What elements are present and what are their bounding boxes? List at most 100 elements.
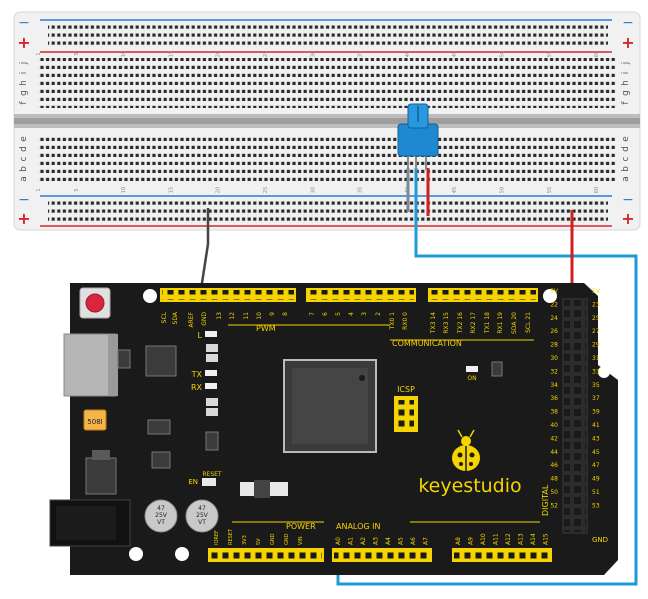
potentiometer xyxy=(397,103,439,170)
label-digital: DIGITAL xyxy=(541,484,550,516)
top-rail-plus-right: + xyxy=(621,33,634,52)
bottom-rail-plus-left: + xyxy=(17,209,30,228)
led-rx-label: RX xyxy=(191,383,203,392)
top-rail-minus-left: − xyxy=(18,15,30,31)
top-pin-label: SCL 21 xyxy=(525,312,532,333)
bottom-rail-plus-right: + xyxy=(621,209,634,228)
row-letter-g-right: g xyxy=(621,90,631,96)
potentiometer-body xyxy=(397,123,439,157)
column-number-top-25: 25 xyxy=(263,51,269,57)
top-pin-label: 13 xyxy=(216,312,223,320)
digital-pin-left-label: 46 xyxy=(550,462,558,469)
row-letter-f-right: f xyxy=(621,101,631,105)
led-rx xyxy=(205,383,217,389)
gnd-label: GND xyxy=(592,536,608,544)
analog-pin-label: A0 xyxy=(335,537,342,545)
column-number-bottom-45: 45 xyxy=(452,187,458,193)
digital-pin-labels: 5V222426283032343638404244464850525V2325… xyxy=(550,288,601,509)
top-pin-label: TX0 1 xyxy=(389,312,396,331)
analog-pin-label: A4 xyxy=(385,537,392,545)
digital-pin-right-label: 51 xyxy=(592,489,600,496)
top-pin-label: 10 xyxy=(256,312,263,320)
led-on-label: ON xyxy=(467,375,476,382)
column-number-bottom-60: 60 xyxy=(594,187,600,193)
power-pin-label: GND xyxy=(270,533,276,545)
digital-pin-right-label: 5V xyxy=(592,288,601,295)
column-number-bottom-5: 5 xyxy=(74,188,80,191)
row-letter-i-right: i xyxy=(621,72,631,75)
digital-pin-right-label: 23 xyxy=(592,301,600,308)
top-pin-label: 9 xyxy=(269,312,276,316)
column-number-top-20: 20 xyxy=(216,51,222,57)
row-letter-b-right: b xyxy=(621,166,631,172)
en-label: EN xyxy=(188,478,198,486)
analog-pin-label: A8 xyxy=(455,537,462,545)
column-number-top-55: 55 xyxy=(547,51,553,57)
usb-connector xyxy=(63,333,117,397)
row-letter-d-right: d xyxy=(621,146,631,152)
power-pin-label: RESET xyxy=(228,528,234,545)
capacitor-2 xyxy=(185,499,219,533)
analog-pin-label: A15 xyxy=(543,533,550,545)
digital-pin-left-label: 38 xyxy=(550,409,558,416)
reset-button[interactable] xyxy=(85,293,105,313)
digital-pin-left-label: 40 xyxy=(550,422,558,429)
digital-pin-right-label: 29 xyxy=(592,342,600,349)
top-pin-label: RX0 0 xyxy=(402,312,409,330)
digital-pin-right-label: 25 xyxy=(592,315,600,322)
led-tx xyxy=(205,370,217,376)
capacitor-1 xyxy=(144,499,178,533)
digital-pin-right-label: 49 xyxy=(592,476,600,483)
reset-label: RESET xyxy=(202,471,222,478)
power-pin-label: IOREF xyxy=(214,530,220,545)
ladybug-logo xyxy=(452,429,480,471)
digital-pin-right-label: 45 xyxy=(592,449,600,456)
column-number-top-50: 50 xyxy=(500,51,506,57)
top-pin-label: 8 xyxy=(282,312,289,316)
top-rail-holes xyxy=(48,24,608,46)
analog-pin-label: A13 xyxy=(518,533,525,545)
analog-pin-label: A6 xyxy=(410,537,417,545)
column-number-top-5: 5 xyxy=(74,52,80,55)
digital-pin-left-label: 48 xyxy=(550,476,558,483)
column-number-bottom-20: 20 xyxy=(216,187,222,193)
digital-pin-left-label: 44 xyxy=(550,449,558,456)
row-letter-c-right: c xyxy=(621,156,631,161)
crystal xyxy=(83,409,107,431)
top-pin-label: 12 xyxy=(229,312,236,320)
row-letter-j-left: j xyxy=(19,62,29,66)
label-analog-in: ANALOG IN xyxy=(336,522,381,531)
top-pin-label: GND xyxy=(201,312,208,326)
top-pin-label: SCL xyxy=(161,311,168,323)
column-number-top-10: 10 xyxy=(121,51,127,57)
led-l xyxy=(205,331,217,337)
column-number-top-30: 30 xyxy=(310,51,316,57)
digital-pin-right-label: 27 xyxy=(592,328,600,335)
column-number-bottom-35: 35 xyxy=(358,187,364,193)
column-number-bottom-25: 25 xyxy=(263,187,269,193)
top-pin-label: SDA 20 xyxy=(511,312,518,334)
row-letter-i-left: i xyxy=(19,72,29,75)
wire-pot-wiper-blue xyxy=(336,168,638,586)
led-tx-label: TX xyxy=(191,370,203,379)
digital-pin-left-label: 28 xyxy=(550,342,558,349)
bottom-rail-minus-left: − xyxy=(18,192,30,208)
en-switch[interactable] xyxy=(202,478,216,486)
top-pin-label: AREF xyxy=(188,311,195,327)
digital-pin-left-label: 5V xyxy=(550,288,559,295)
row-letter-a-left: a xyxy=(19,176,29,182)
row-letter-j-right: j xyxy=(621,62,631,66)
column-number-top-60: 60 xyxy=(594,51,600,57)
row-letter-c-left: c xyxy=(19,156,29,161)
power-pin-label: VIN xyxy=(298,536,304,545)
row-letter-e-right: e xyxy=(621,136,631,142)
row-letter-e-left: e xyxy=(19,136,29,142)
digital-pin-right-label: 35 xyxy=(592,382,600,389)
top-pin-label: TX2 16 xyxy=(457,312,464,334)
label-power: POWER xyxy=(286,522,316,531)
